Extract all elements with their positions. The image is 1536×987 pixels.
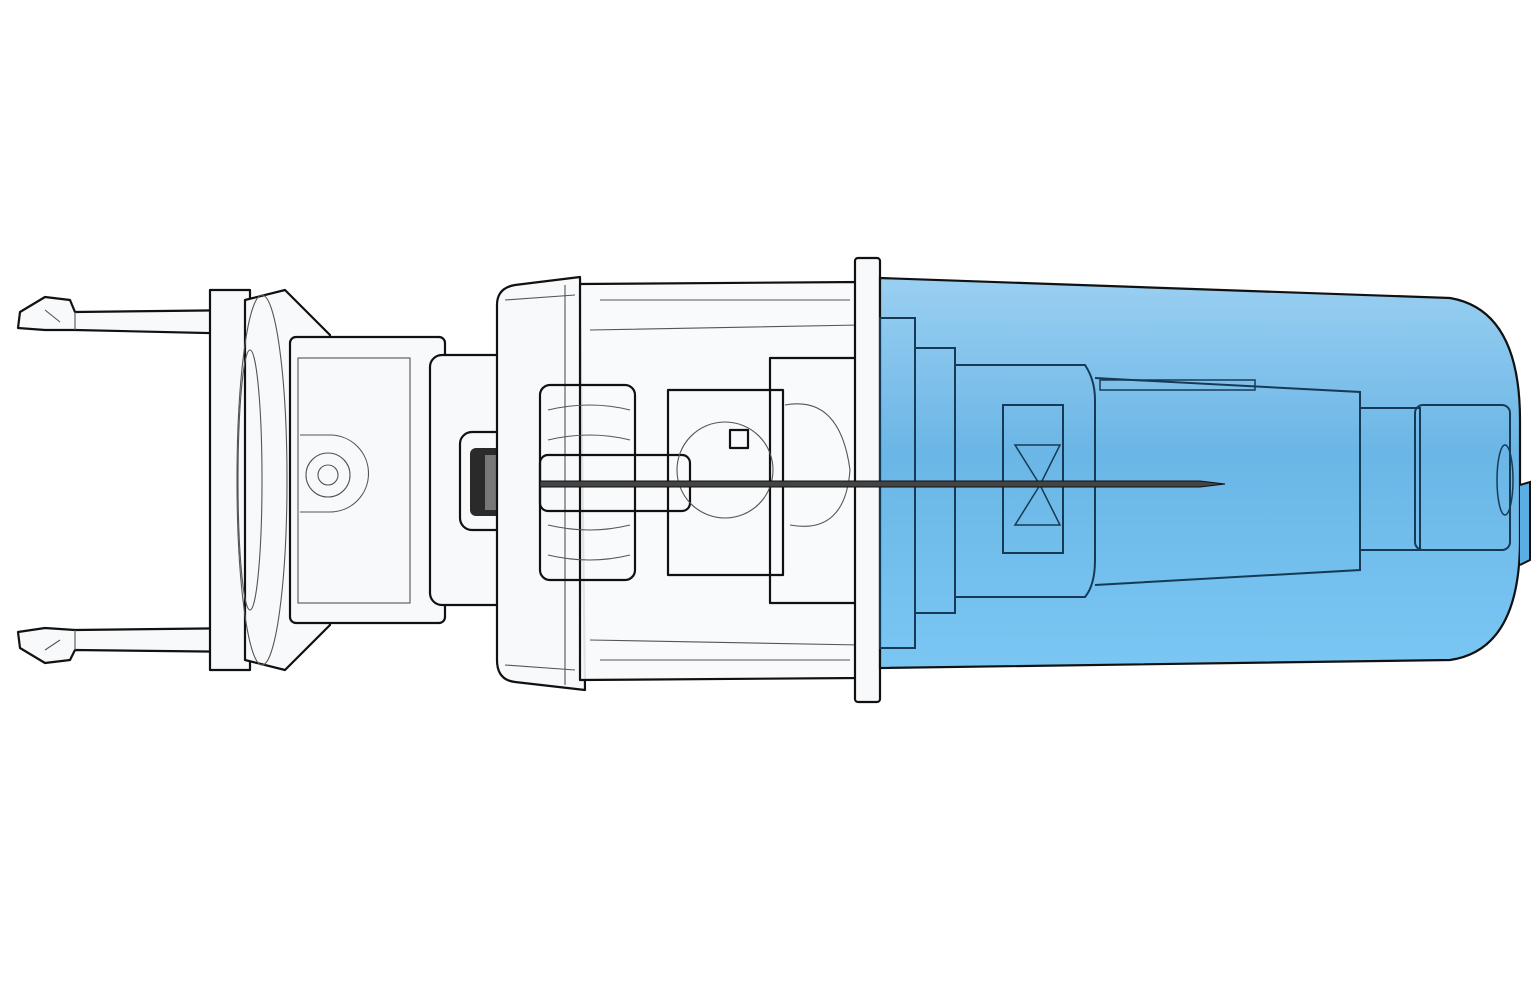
separator-flange <box>853 256 882 704</box>
clip-arm-bottom <box>16 626 252 665</box>
needle <box>539 480 1226 488</box>
protective-cap <box>878 276 1531 670</box>
clip-arm-top <box>16 295 252 336</box>
hub-body <box>288 335 447 625</box>
